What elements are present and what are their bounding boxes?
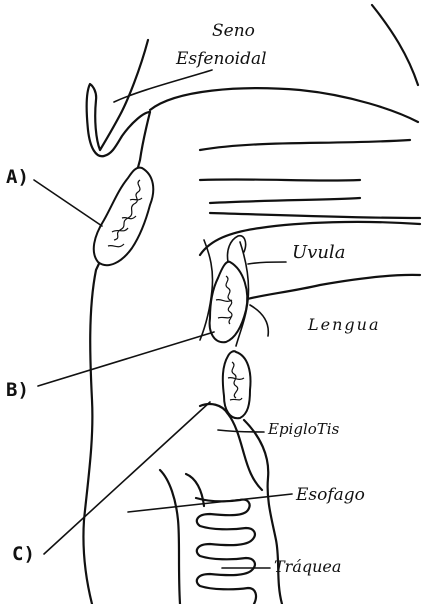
marker-c: C) bbox=[12, 543, 35, 565]
turbinate-line-4 bbox=[210, 213, 420, 218]
trachea-rings bbox=[196, 498, 256, 604]
skull-curve bbox=[372, 5, 418, 85]
tongue-dorsum bbox=[244, 275, 420, 300]
larynx-front bbox=[244, 420, 282, 604]
nasopharynx-roof bbox=[150, 88, 418, 122]
turbinate-line-2 bbox=[200, 179, 360, 180]
leader-b bbox=[38, 332, 214, 386]
leader-a bbox=[34, 180, 102, 226]
turbinate-line-3 bbox=[210, 198, 360, 203]
epiglottis-outline bbox=[200, 404, 262, 490]
label-lengua: Lengua bbox=[307, 315, 380, 334]
turbinate-line-1 bbox=[200, 140, 410, 150]
marker-a: A) bbox=[6, 166, 29, 188]
esophagus-wall bbox=[160, 470, 180, 604]
leader-epiglotis bbox=[218, 430, 264, 432]
marker-b: B) bbox=[6, 379, 29, 401]
label-seno: Seno bbox=[212, 21, 255, 41]
lingual-tonsil-tissue bbox=[223, 351, 251, 418]
leader-esofago bbox=[128, 494, 292, 512]
tongue-base bbox=[250, 305, 268, 336]
sphenoid-sinus-outline bbox=[87, 40, 150, 156]
trachea-back-wall bbox=[186, 474, 204, 506]
leader-uvula bbox=[248, 262, 286, 264]
label-uvula: Uvula bbox=[292, 242, 345, 263]
leader-c bbox=[44, 402, 210, 554]
adenoid-tissue bbox=[94, 168, 154, 266]
label-esofago: Esofago bbox=[295, 485, 365, 505]
label-epiglotis: EpigloTis bbox=[267, 420, 340, 438]
label-esfenoidal: Esfenoidal bbox=[175, 49, 267, 69]
label-traquea: Tráquea bbox=[274, 557, 341, 576]
